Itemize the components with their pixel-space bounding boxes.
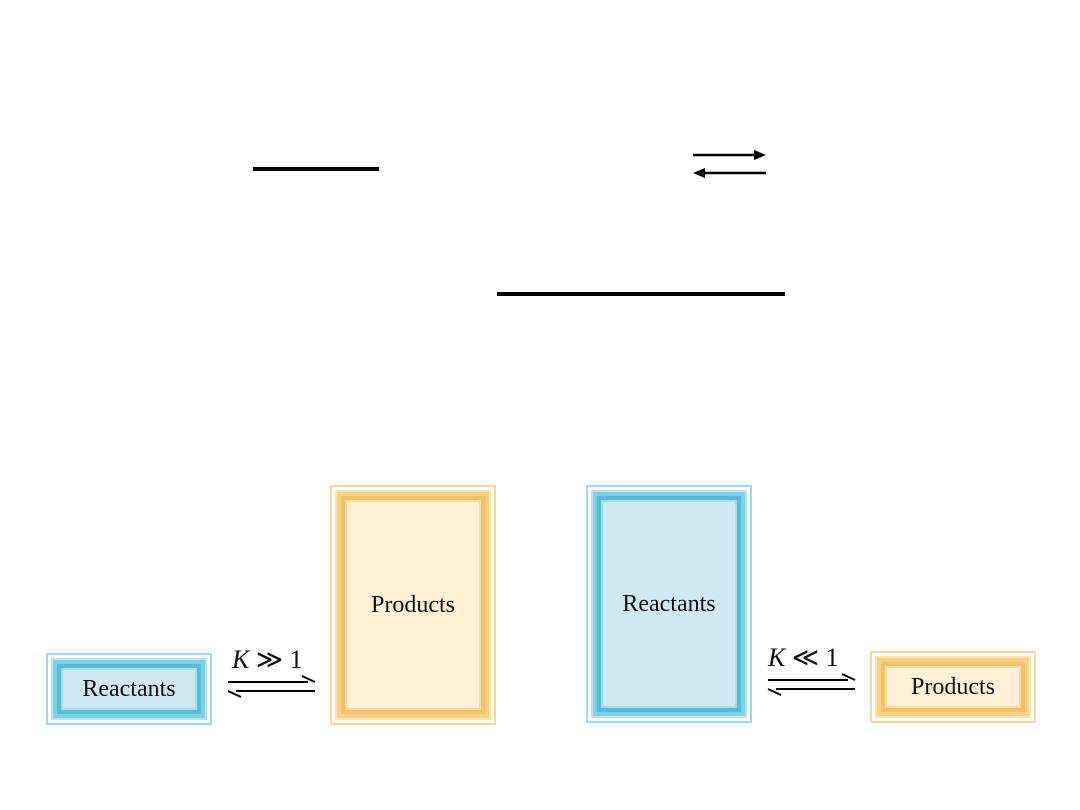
left-products-label: Products xyxy=(371,591,455,618)
right-reactants-label: Reactants xyxy=(622,590,716,617)
right-products-label: Products xyxy=(911,673,995,700)
right-reactants-box: Reactants xyxy=(586,485,752,723)
right-k-relation: ≪ 1 xyxy=(785,643,839,672)
top-equilibrium-arrow-icon xyxy=(693,150,766,178)
left-reactants-label: Reactants xyxy=(82,675,176,702)
left-k-variable: K xyxy=(232,645,250,674)
left-equilibrium-arrow-icon xyxy=(227,675,316,698)
left-k-relation: ≫ 1 xyxy=(249,645,303,674)
right-k-variable: K xyxy=(768,643,786,672)
right-equilibrium-arrow-icon xyxy=(767,673,856,696)
left-reactants-box: Reactants xyxy=(46,653,212,725)
left-k-label: K ≫ 1 xyxy=(232,645,303,675)
right-k-label: K ≪ 1 xyxy=(768,643,839,673)
right-products-box: Products xyxy=(870,651,1036,723)
left-products-box: Products xyxy=(330,485,496,725)
